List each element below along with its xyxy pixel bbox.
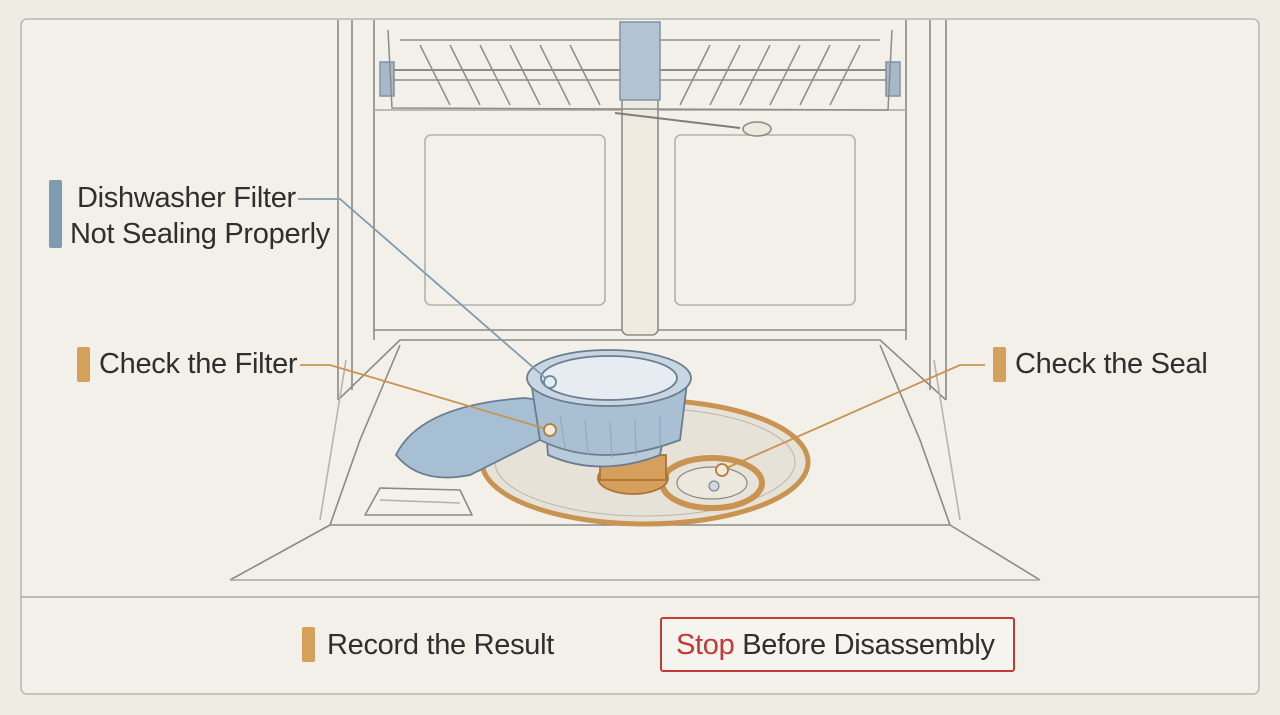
filter-title-line2: Not Sealing Properly — [70, 218, 330, 250]
check-filter-label: Check the Filter — [99, 348, 298, 380]
dishwasher-interior-icon — [229, 20, 1041, 581]
stop-warning-box: Stop Before Disassembly — [660, 617, 1015, 672]
filter-title-line1: Dishwasher Filter — [77, 182, 296, 214]
stop-rest: Before Disassembly — [734, 629, 995, 661]
filter-cylinder-icon — [394, 349, 692, 495]
record-result-marker — [302, 627, 315, 662]
stop-warning-text: Stop Before Disassembly — [676, 627, 995, 663]
check-seal-label: Check the Seal — [1015, 348, 1208, 380]
filter-title-marker — [49, 180, 62, 248]
callout-lines — [298, 198, 985, 477]
filter-title-label: Dishwasher Filter Not Sealing Properly — [70, 180, 330, 252]
record-result-label: Record the Result — [327, 629, 555, 661]
stop-word: Stop — [676, 629, 735, 661]
check-seal-marker — [993, 347, 1006, 382]
upper-rack — [379, 21, 901, 111]
check-filter-marker — [77, 347, 90, 382]
